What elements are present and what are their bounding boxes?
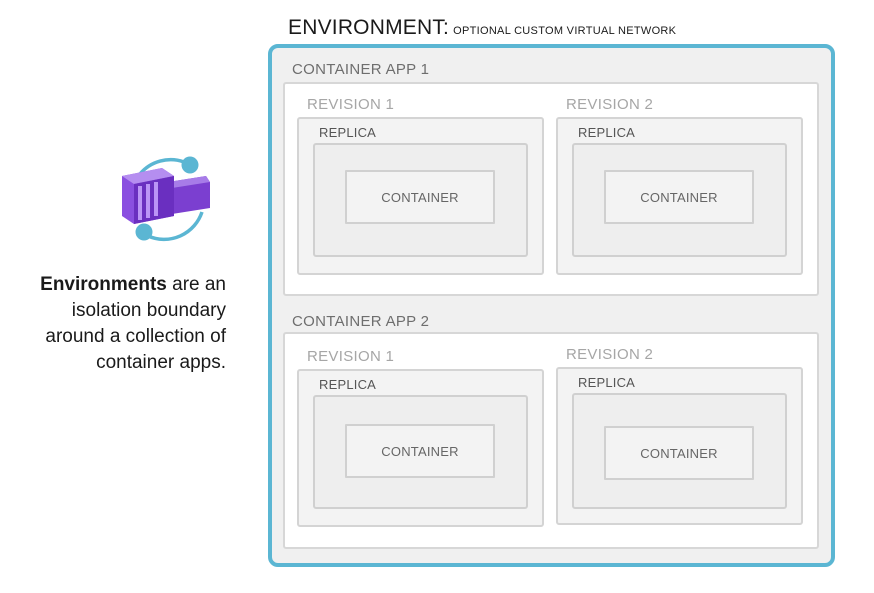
replica-label: REPLICA bbox=[319, 377, 377, 392]
environment-caption: Environments are an isolation boundary a… bbox=[10, 272, 226, 376]
container-app-label: CONTAINER APP 1 bbox=[292, 61, 430, 78]
environment-title-label: ENVIRONMENT: bbox=[288, 16, 450, 39]
revision-label: REVISION 2 bbox=[566, 346, 654, 363]
container-box: CONTAINER bbox=[345, 170, 495, 224]
container-box: CONTAINER bbox=[604, 170, 754, 224]
revision-label: REVISION 1 bbox=[307, 348, 395, 365]
caption-bold-term: Environments bbox=[40, 274, 167, 295]
environment-title: ENVIRONMENT:OPTIONAL CUSTOM VIRTUAL NETW… bbox=[288, 16, 676, 40]
caption-text: are an isolation boundary around a colle… bbox=[45, 274, 226, 373]
container-app-label: CONTAINER APP 2 bbox=[292, 313, 430, 330]
container-apps-environment-icon bbox=[118, 152, 214, 246]
environment-subtitle: OPTIONAL CUSTOM VIRTUAL NETWORK bbox=[453, 25, 677, 37]
container-box: CONTAINER bbox=[345, 424, 495, 478]
container-box: CONTAINER bbox=[604, 426, 754, 480]
replica-label: REPLICA bbox=[578, 375, 636, 390]
revision-label: REVISION 1 bbox=[307, 96, 395, 113]
replica-label: REPLICA bbox=[578, 125, 636, 140]
replica-label: REPLICA bbox=[319, 125, 377, 140]
revision-label: REVISION 2 bbox=[566, 96, 654, 113]
